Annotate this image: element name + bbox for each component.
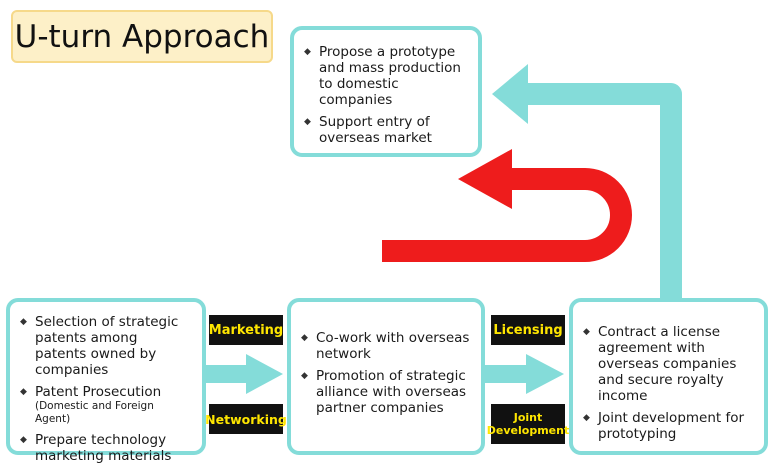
u-turn-arrow-line: [382, 168, 632, 262]
tag-licensing: Licensing: [491, 315, 565, 345]
box-patent-selection: Selection of strategic patents among pat…: [6, 298, 206, 464]
tag-networking: Networking: [205, 404, 287, 434]
box-overseas-network: Co-work with overseas network Promotion …: [287, 298, 485, 455]
u-turn-arrow-head: [458, 149, 512, 209]
list-item: Propose a prototype and mass production …: [304, 44, 468, 108]
list-item-text: Patent Prosecution: [35, 384, 162, 400]
list-item: Prepare technology marketing materials: [20, 432, 192, 464]
list-item: Promotion of strategic alliance with ove…: [301, 368, 471, 416]
page-title: U-turn Approach: [11, 10, 273, 63]
list-item: Contract a license agreement with overse…: [583, 324, 754, 404]
tag-joint-development: Joint Development: [487, 404, 569, 444]
list-item: Support entry of overseas market: [304, 114, 468, 146]
list-item: Selection of strategic patents among pat…: [20, 314, 192, 378]
list-item: Joint development for prototyping: [583, 410, 754, 442]
tag-marketing: Marketing: [209, 315, 283, 345]
box-licensing: Contract a license agreement with overse…: [569, 298, 768, 455]
flow-arrow-right: [485, 354, 564, 394]
box-commercialization: Propose a prototype and mass production …: [290, 26, 482, 157]
list-item-subtext: (Domestic and Foreign Agent): [35, 400, 154, 425]
flow-arrow-left: [206, 354, 283, 394]
return-arrow-head: [492, 64, 528, 124]
list-item: Patent Prosecution (Domestic and Foreign…: [20, 384, 192, 426]
return-arrow-line: [528, 83, 682, 300]
list-item: Co-work with overseas network: [301, 330, 471, 362]
